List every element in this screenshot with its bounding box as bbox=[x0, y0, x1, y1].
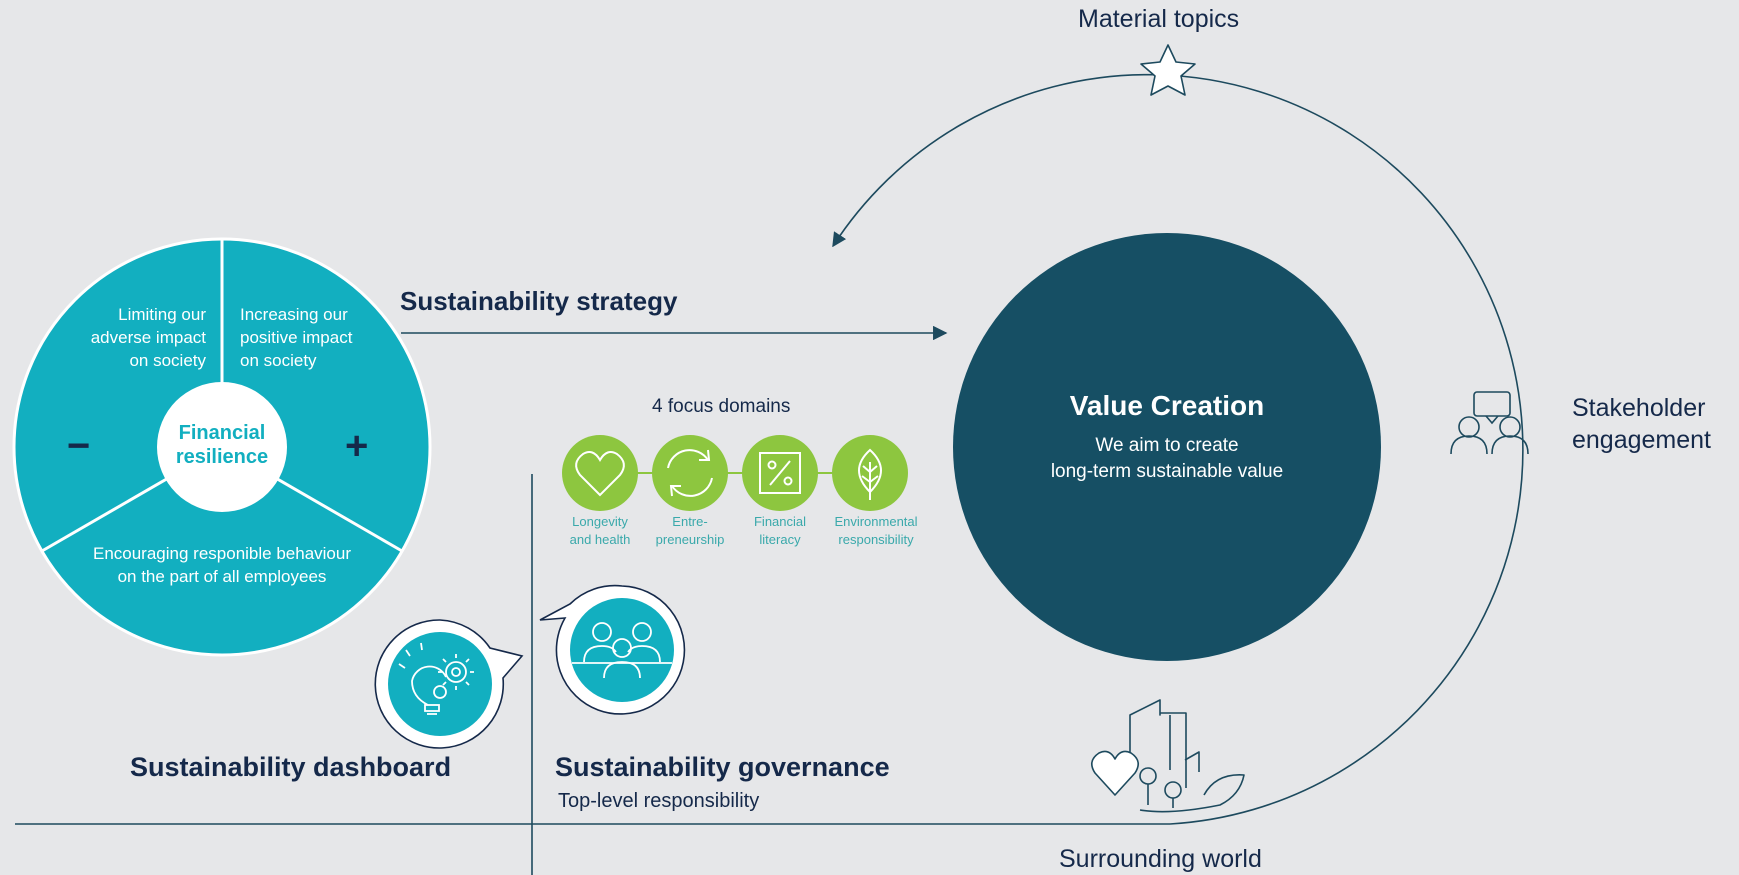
surrounding-world-icon bbox=[1091, 699, 1245, 813]
governance-subtitle: Top-level responsibility bbox=[558, 790, 760, 812]
wheel-right-segment: Increasing our positive impact on societ… bbox=[240, 305, 353, 370]
surrounding-world-label: Surrounding world bbox=[1059, 845, 1262, 873]
wheel-bottom-segment: Encouraging responible behaviour on the … bbox=[92, 544, 351, 586]
value-creation-subtitle: We aim to create long-term sustainable v… bbox=[1050, 435, 1284, 482]
dashboard-bubble bbox=[374, 619, 524, 749]
value-creation-circle bbox=[953, 233, 1381, 661]
team-icon bbox=[572, 622, 672, 679]
leaf-icon bbox=[858, 448, 882, 500]
wheel-left-segment: Limiting our adverse impact on society bbox=[90, 305, 206, 370]
stakeholder-icon bbox=[1450, 391, 1529, 455]
governance-bubble bbox=[539, 584, 686, 715]
strategy-label: Sustainability strategy bbox=[400, 286, 678, 316]
focus-domains-row bbox=[562, 435, 908, 511]
stakeholder-engagement-label: Stakeholder engagement bbox=[1572, 394, 1712, 454]
resilience-wheel bbox=[12, 237, 432, 657]
plus-sign: + bbox=[345, 424, 369, 468]
percent-icon bbox=[759, 452, 801, 494]
domain-label-longevity: Longevity and health bbox=[569, 514, 631, 547]
heart-icon bbox=[575, 451, 625, 497]
material-topics-label: Material topics bbox=[1078, 5, 1240, 33]
wheel-center-label: Financial resilience bbox=[175, 422, 269, 468]
minus-sign: − bbox=[67, 424, 91, 468]
cycle-arrows-icon bbox=[667, 449, 713, 497]
star-icon bbox=[1140, 44, 1196, 96]
dashboard-label: Sustainability dashboard bbox=[130, 752, 452, 782]
governance-title: Sustainability governance bbox=[555, 752, 890, 782]
domain-label-entrepreneurship: Entre- preneurship bbox=[655, 514, 725, 547]
domain-label-financial-literacy: Financial literacy bbox=[753, 514, 807, 547]
domain-label-environment: Environmental responsibility bbox=[834, 514, 918, 547]
lightbulb-gear-icon bbox=[398, 642, 474, 715]
cycle-arc bbox=[832, 73, 1524, 825]
value-creation-title: Value Creation bbox=[1069, 390, 1265, 421]
focus-domains-title: 4 focus domains bbox=[652, 396, 791, 417]
